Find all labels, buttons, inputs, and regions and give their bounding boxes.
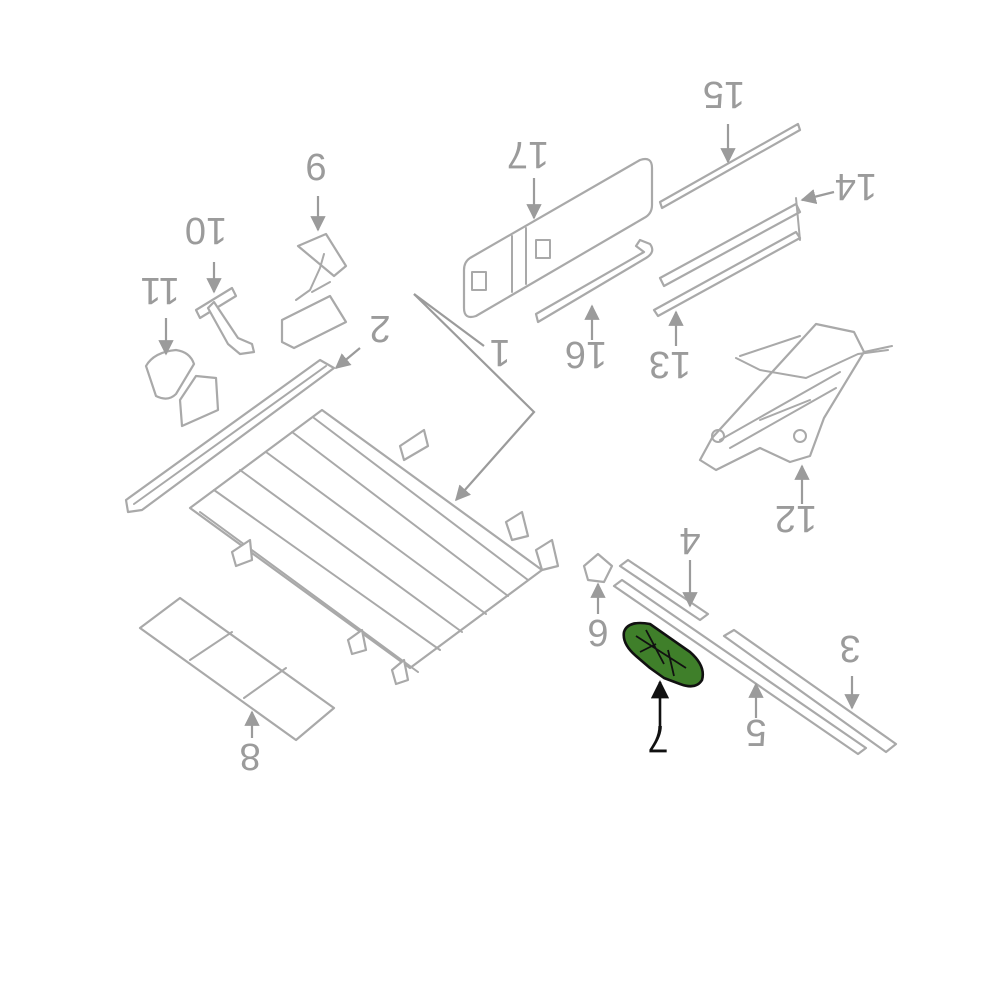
callout-15: 15 [703,73,745,115]
callout-8: 8 [239,735,260,777]
part-13-rod[interactable] [652,230,802,318]
callout-1: 1 [489,331,510,373]
leader-1 [413,293,536,502]
callout-13: 13 [649,343,691,385]
part-9-lower-clip[interactable] [582,552,614,584]
callout-16: 16 [565,333,607,375]
part-11-clamp-block[interactable] [144,348,220,428]
part-2-long-rail[interactable] [124,358,336,514]
leader-1-branch [413,293,485,347]
callouts: 1 2 3 4 5 6 7 8 9 10 11 12 13 14 15 16 1… [140,73,877,777]
part-16-wrench[interactable] [534,238,654,324]
callout-17: 17 [507,133,549,175]
callout-3: 3 [839,627,860,669]
part-10-bracket[interactable] [194,286,256,356]
part-15-rod[interactable] [658,122,802,210]
callout-4: 4 [679,519,700,561]
part-9-upper-hook-bracket[interactable] [280,232,348,350]
callout-10: 10 [185,209,227,251]
part-12-scissor-jack[interactable] [698,322,893,472]
callout-5: 5 [745,711,766,753]
part-3-long-rail[interactable] [722,628,898,754]
leader-2 [334,347,361,369]
part-8-cover-plate[interactable] [138,596,336,742]
callout-14: 14 [835,165,877,207]
part-17-storage-panel[interactable] [462,157,654,319]
callout-6: 6 [587,611,608,653]
part-1-cargo-floor[interactable] [188,408,560,686]
callout-11: 11 [140,269,179,311]
part-5-long-strip[interactable] [612,578,868,756]
callout-2: 2 [369,307,390,349]
leader-14 [800,189,835,205]
part-7-highlighted-bracket[interactable] [622,621,705,688]
leader-lines [158,124,860,738]
callout-7: 7 [647,717,668,759]
part-14-handle-rod[interactable] [658,197,802,288]
callout-9: 9 [305,145,326,187]
callout-12: 12 [775,497,817,539]
